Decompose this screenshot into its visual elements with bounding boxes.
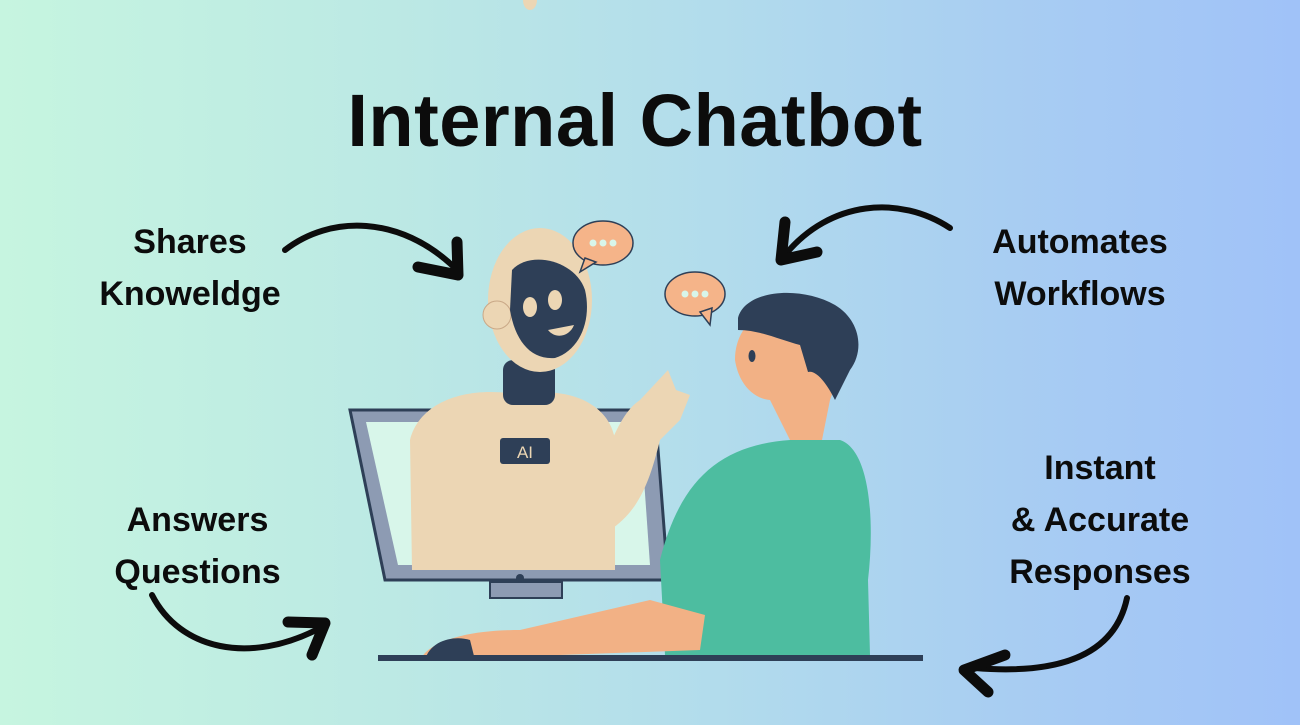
speech-bubble-icon	[664, 271, 726, 327]
label-instant-accurate-responses: Instant & Accurate Responses	[985, 442, 1215, 598]
arrow-bottom-right-icon	[958, 595, 1130, 698]
arrow-bottom-left-icon	[149, 592, 331, 661]
label-line: Instant	[1044, 449, 1156, 487]
label-shares-knowledge: Shares Knoweldge	[80, 216, 300, 320]
robot-badge: AI	[517, 443, 533, 462]
label-line: Knoweldge	[99, 275, 281, 313]
label-line: Automates	[992, 223, 1168, 261]
arrow-top-right-icon	[775, 204, 953, 266]
arrow-top-left-icon	[282, 222, 464, 281]
label-line: Answers	[126, 501, 269, 539]
label-automates-workflows: Automates Workflows	[965, 216, 1195, 320]
speech-bubble-icon	[572, 220, 634, 274]
label-line: Questions	[114, 553, 281, 591]
label-line: Responses	[1009, 553, 1191, 591]
page-title: Internal Chatbot	[347, 79, 923, 162]
label-answers-questions: Answers Questions	[85, 494, 310, 598]
robot-icon: AI	[410, 0, 690, 570]
label-line: Workflows	[994, 275, 1166, 313]
label-line: Shares	[133, 223, 247, 261]
person-icon	[420, 292, 871, 660]
desk-icon	[378, 655, 923, 661]
label-line: & Accurate	[1010, 501, 1190, 539]
